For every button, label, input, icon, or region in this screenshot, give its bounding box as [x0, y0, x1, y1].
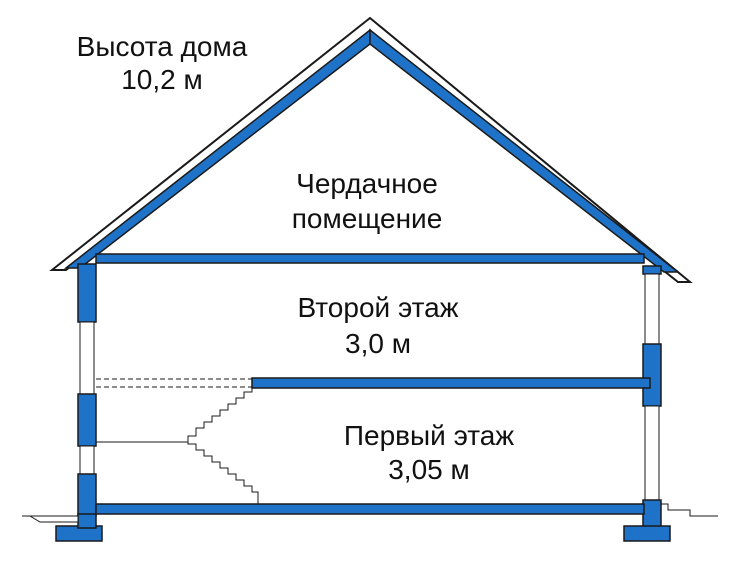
right-window-upper [644, 273, 660, 345]
height-title: Высота дома [77, 31, 248, 62]
left-foundation [77, 513, 97, 529]
second-floor-slab [251, 377, 651, 389]
second-floor-name: Второй этаж [298, 292, 459, 323]
right-wall-lower [642, 499, 662, 529]
ground-floor-slab [95, 503, 645, 515]
second-floor-height: 3,0 м [345, 328, 411, 359]
labels: Высота дома 10,2 м Чердачное помещение В… [77, 31, 515, 485]
right-window-lower [644, 405, 660, 501]
left-window-lower [79, 445, 95, 475]
right-porch-step [661, 503, 718, 517]
left-window-upper [79, 321, 95, 395]
first-floor-height: 3,05 м [388, 454, 470, 485]
structure [22, 16, 718, 542]
left-wall-upper [77, 263, 97, 323]
left-wall-middle [77, 393, 97, 447]
roof-outline [49, 16, 693, 283]
attic-label-line2: помещение [292, 203, 443, 234]
attic-floor-slab [95, 253, 645, 264]
height-value: 10,2 м [121, 64, 203, 95]
staircase [187, 388, 259, 506]
left-blind-area [28, 515, 79, 523]
roof-right-slope [369, 28, 681, 273]
first-floor-name: Первый этаж [344, 420, 514, 451]
right-footing [623, 525, 671, 542]
right-wall-middle [642, 343, 662, 407]
attic-label-line1: Чердачное [296, 168, 438, 199]
left-wall-lower [77, 473, 97, 517]
right-wall-top [642, 265, 662, 275]
